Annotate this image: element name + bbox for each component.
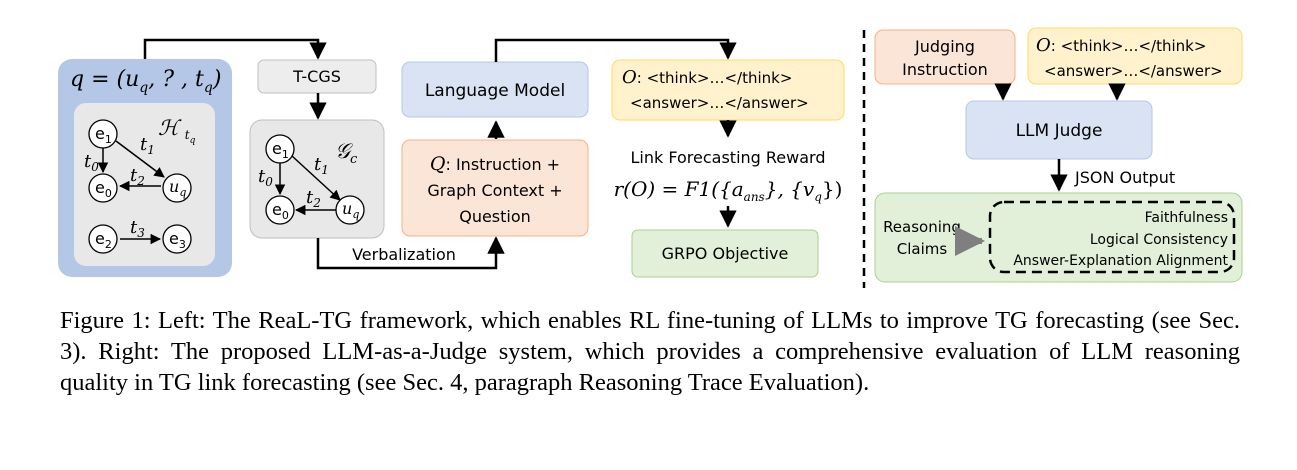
reasoning-claims-line-2: Claims: [897, 240, 948, 258]
output-left-line-2: <answer>…</answer>: [630, 94, 809, 112]
output-right-line-1: O: <think>…</think>: [1036, 35, 1206, 56]
edge-label-t2: t2: [130, 165, 145, 188]
judging-instruction-line-2: Instruction: [902, 60, 988, 79]
prompt-line-1: Q: Instruction +: [430, 153, 560, 175]
prompt-line-2: Graph Context +: [427, 181, 562, 200]
judging-instruction-box: Judging Instruction: [874, 29, 1016, 85]
grpo-label: GRPO Objective: [662, 244, 789, 263]
svg-text:e1: e1: [272, 139, 289, 161]
output-box-right: O: <think>…</think> <answer>…</answer>: [1027, 27, 1243, 85]
svg-text:e0: e0: [272, 200, 289, 222]
criterion-logical-consistency: Logical Consistency: [1090, 232, 1228, 248]
svg-text:e1: e1: [95, 124, 112, 146]
sub-node-e0: e0: [265, 195, 295, 225]
tcgs-label: T-CGS: [292, 67, 341, 86]
grpo-box: GRPO Objective: [631, 229, 819, 278]
subgraph-panel: 𝒢c t0 t1 t2 e1 e0 uq: [249, 119, 385, 239]
prompt-box: Q: Instruction + Graph Context + Questio…: [401, 139, 589, 237]
edge-label-t0: t0: [84, 151, 99, 174]
svg-text:e3: e3: [169, 229, 186, 251]
node-e1: e1: [88, 119, 118, 149]
svg-text:uq: uq: [342, 199, 359, 221]
language-model-box: Language Model: [401, 61, 589, 118]
node-e0: e0: [88, 173, 118, 203]
output-right-line-2: <answer>…</answer>: [1044, 62, 1223, 80]
sub-edge-label-t0: t0: [258, 166, 273, 189]
tcgs-box: T-CGS: [257, 59, 377, 94]
prompt-line-3: Question: [459, 207, 531, 226]
reward-formula: r(O) = F1({aans}, {vq}): [614, 177, 843, 204]
figure-caption: Figure 1: Left: The ReaL-TG framework, w…: [60, 307, 1240, 396]
sub-edge-label-t2: t2: [306, 187, 321, 210]
evaluation-box: Reasoning Claims Faithfulness Logical Co…: [874, 192, 1243, 283]
sub-node-e1: e1: [265, 134, 295, 164]
node-uq: uq: [162, 173, 192, 203]
json-output-label: JSON Output: [1074, 168, 1175, 187]
subgraph-label: 𝒢c: [335, 139, 358, 167]
edge-label-t3: t3: [130, 217, 145, 240]
sub-edge-label-t1: t1: [314, 154, 329, 177]
arrow-verbalization: [316, 236, 505, 270]
reward-title: Link Forecasting Reward: [631, 148, 826, 167]
edge-label-t1: t1: [140, 134, 155, 157]
sub-edge-e1-uq: [291, 155, 341, 201]
svg-text:e2: e2: [95, 229, 112, 251]
llm-judge-label: LLM Judge: [1016, 121, 1103, 141]
node-e2: e2: [88, 224, 118, 254]
sub-node-uq: uq: [335, 195, 365, 225]
svg-text:e0: e0: [95, 178, 112, 200]
node-e3: e3: [162, 224, 192, 254]
criterion-answer-explanation-alignment: Answer-Explanation Alignment: [1013, 253, 1228, 269]
output-box-left: O: <think>…</think> <answer>…</answer>: [611, 59, 845, 121]
svg-text:uq: uq: [169, 177, 186, 199]
criterion-faithfulness: Faithfulness: [1145, 210, 1228, 226]
judging-instruction-line-1: Judging: [914, 37, 975, 56]
arrow-query-to-tcgs: [143, 38, 327, 60]
verbalization-label: Verbalization: [352, 245, 456, 264]
llm-judge-box: LLM Judge: [965, 100, 1153, 160]
arrow-lm-to-output: [494, 38, 737, 62]
reasoning-claims-line-1: Reasoning: [883, 218, 961, 236]
language-model-label: Language Model: [425, 81, 565, 101]
output-left-line-1: O: <think>…</think>: [622, 67, 792, 88]
criteria-dashed-box: [988, 200, 1236, 274]
query-formula: q = (uq, ? , tq): [70, 67, 221, 96]
edge-e1-uq: [115, 140, 165, 178]
